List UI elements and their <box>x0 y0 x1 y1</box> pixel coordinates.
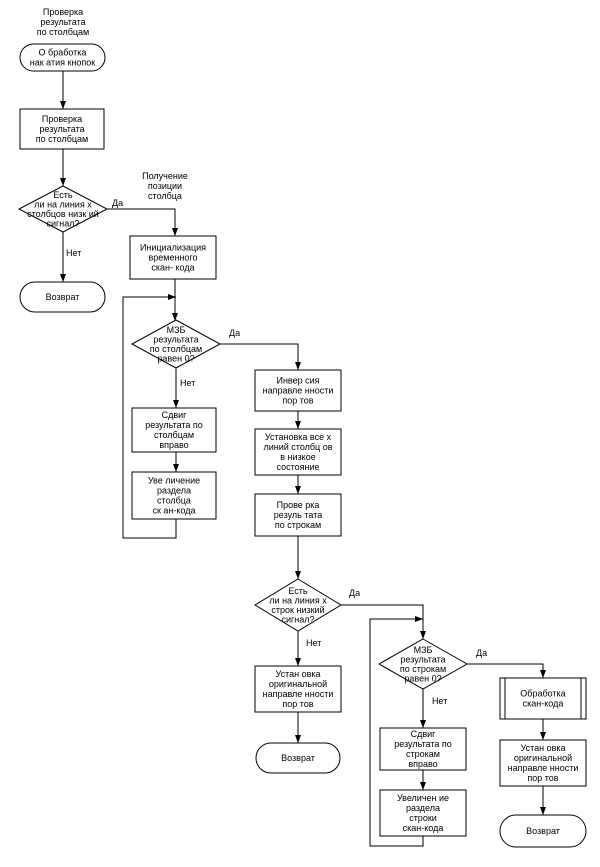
restore-direction-box-2 <box>499 739 587 787</box>
return-terminal-3-text: Возврат <box>526 826 560 836</box>
yes-label-1: Да <box>112 198 123 208</box>
no-label-8: Нет <box>432 696 447 706</box>
shift-column-box <box>131 407 217 453</box>
invert-direction-box <box>254 369 342 412</box>
process-scancode-box <box>499 677 587 720</box>
increment-column-box <box>131 471 217 520</box>
no-label-2: Нет <box>66 248 81 258</box>
return-terminal-2-text: Возврат <box>281 753 315 763</box>
yes-label-3: Да <box>229 328 240 338</box>
yes-label-5: Да <box>349 588 360 598</box>
restore-direction-box-1 <box>254 665 342 713</box>
increment-row-box <box>379 789 467 837</box>
yes-label-7: Да <box>476 648 487 658</box>
check-rows-box <box>254 493 342 537</box>
no-label-6: Нет <box>306 638 321 648</box>
return-terminal-1-text: Возврат <box>46 292 80 302</box>
check-columns-box <box>19 108 105 150</box>
init-temp-scancode-box <box>129 235 217 280</box>
shift-row-box <box>379 727 467 771</box>
set-columns-low-box <box>254 428 342 476</box>
no-label-4: Нет <box>180 378 195 388</box>
